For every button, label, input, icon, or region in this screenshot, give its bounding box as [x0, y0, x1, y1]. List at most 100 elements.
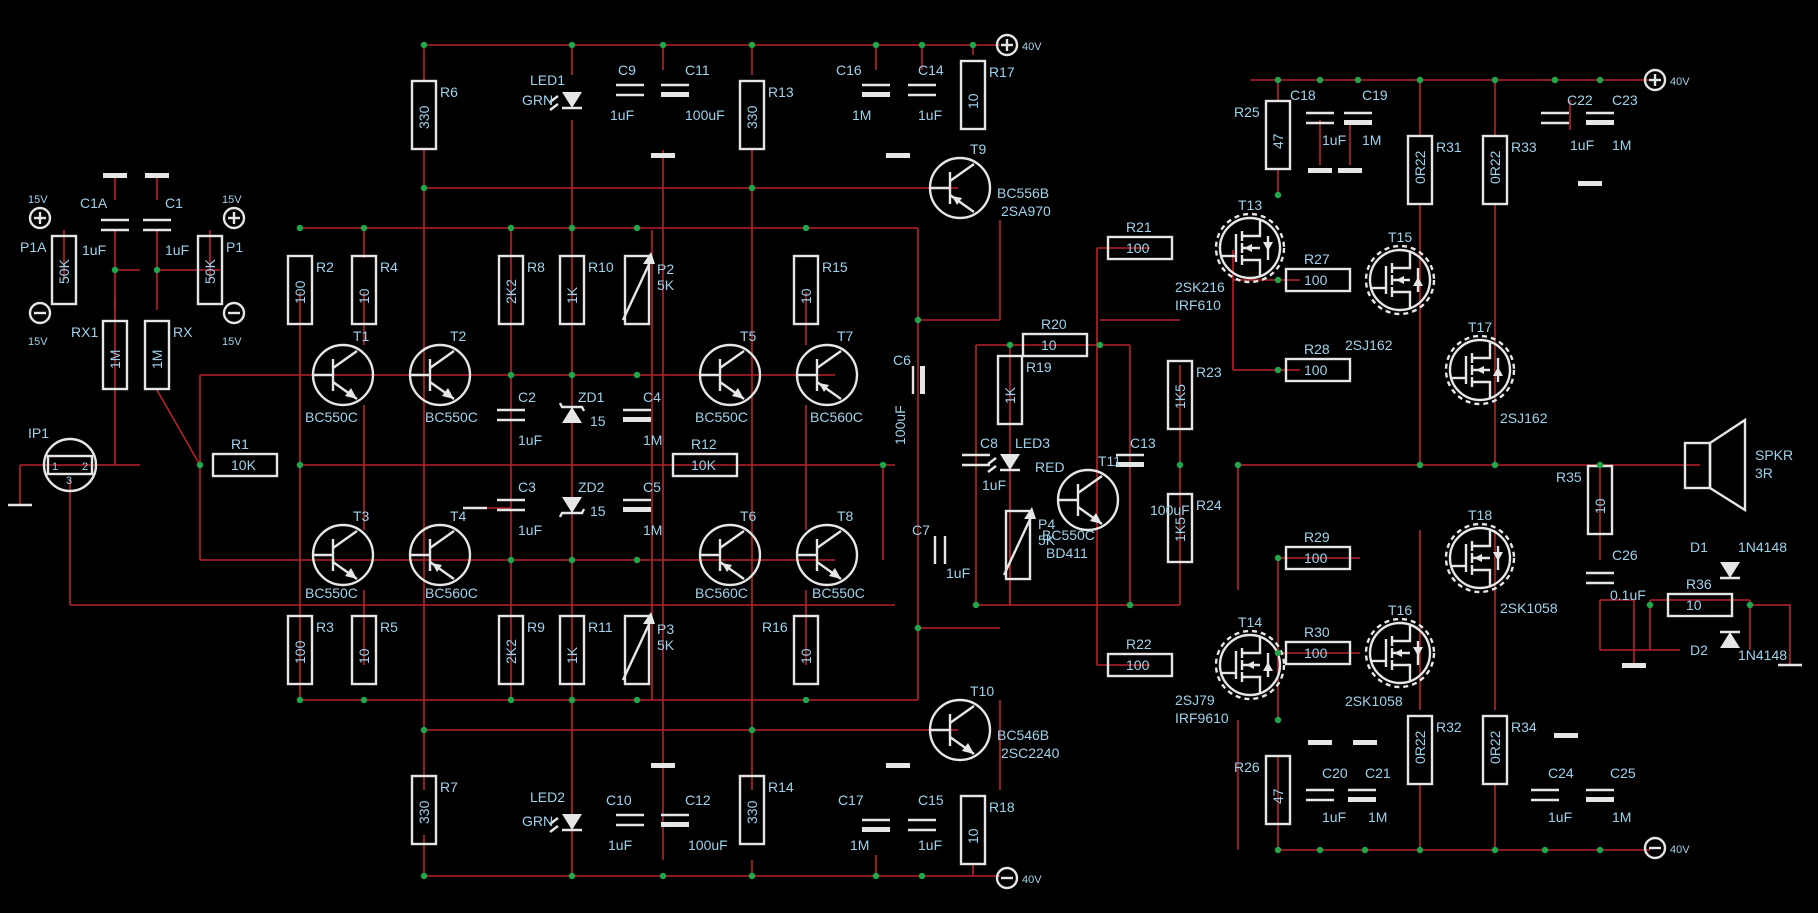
resistor-r5	[350, 614, 378, 686]
resistor-value-r28: 100	[1304, 362, 1328, 378]
junction-dot	[1176, 461, 1184, 469]
capacitor-label-c2: C2	[518, 389, 536, 405]
led-ray	[987, 465, 997, 473]
led-ray	[987, 457, 997, 465]
mosfet-alt-t14: IRF9610	[1175, 710, 1229, 726]
minus-supply-icon	[995, 866, 1019, 890]
resistor-value-r3: 100	[292, 640, 308, 664]
mosfet-source	[1242, 258, 1262, 276]
resistor-label-r2: R2	[316, 259, 334, 275]
mosfet-drain	[1242, 220, 1262, 238]
component-layer	[8, 33, 1802, 890]
resistor-r15	[792, 254, 820, 326]
mosfet-drain	[1392, 625, 1412, 643]
resistor-value-r8: 2K2	[503, 279, 519, 304]
resistor-label-r29: R29	[1304, 529, 1330, 545]
resistor-value-r5: 10	[356, 648, 372, 664]
junction-dot	[659, 872, 667, 880]
junction-dot	[872, 872, 880, 880]
capacitor-plate	[862, 827, 890, 832]
transistor-label-t9: T9	[970, 141, 987, 157]
capacitor-label-c19: C19	[1362, 87, 1388, 103]
mosfet-t13	[1218, 216, 1282, 280]
junction-dot	[568, 41, 576, 49]
mosfet-t18	[1448, 526, 1512, 590]
resistor-r16	[792, 614, 820, 686]
resistor-value-r13: 330	[744, 105, 760, 129]
resistor-value-r22: 100	[1126, 657, 1150, 673]
capacitor-plate	[661, 92, 689, 97]
resistor-r4	[350, 254, 378, 326]
capacitor-value-c1a: 1uF	[82, 242, 106, 258]
resistor-label-r20: R20	[1041, 316, 1067, 332]
junction-dot	[568, 696, 576, 704]
resistor-label-r9: R9	[527, 619, 545, 635]
ground-icon	[145, 173, 169, 178]
transistor-type-t1: BC550C	[305, 409, 358, 425]
resistor-r13	[738, 79, 766, 151]
resistor-value-r24: 1K5	[1172, 517, 1188, 542]
junction-dot	[1416, 76, 1424, 84]
junction-dot	[111, 266, 119, 274]
speaker-label: SPKR	[1755, 447, 1793, 463]
junction-dot	[1491, 461, 1499, 469]
junction-dot	[633, 556, 641, 564]
capacitor-label-c1: C1	[165, 195, 183, 211]
junction-dot	[1274, 554, 1282, 562]
resistor-r18	[959, 794, 987, 866]
junction-dot	[972, 601, 980, 609]
junction-dot	[1491, 846, 1499, 854]
led-ray	[549, 825, 559, 833]
pot-value-p3: 5K	[657, 637, 675, 653]
mosfet-drain	[1392, 252, 1412, 270]
transistor-label-t5: T5	[740, 328, 757, 344]
mosfet-type-t16: 2SK1058	[1345, 693, 1403, 709]
transistor-arrow	[819, 383, 829, 392]
supply-label: 40V	[1022, 41, 1042, 53]
diode-d1	[1720, 562, 1740, 578]
diode-zd2	[562, 497, 582, 513]
resistor-label-r21: R21	[1126, 219, 1152, 235]
junction-dot	[1274, 649, 1282, 657]
resistor-value-r7: 330	[416, 800, 432, 824]
junction-dot	[1596, 461, 1604, 469]
resistor-value-r16: 10	[798, 648, 814, 664]
junction-dot	[420, 41, 428, 49]
resistor-value-rx: 1M	[149, 350, 165, 369]
ground-icon	[651, 763, 675, 768]
ground-icon	[651, 153, 675, 158]
wire	[156, 389, 201, 466]
resistor-label-r16: R16	[762, 619, 788, 635]
transistor-arrow	[732, 388, 744, 399]
junction-dot	[914, 624, 922, 632]
capacitor-label-c23: C23	[1612, 92, 1638, 108]
resistor-label-r6: R6	[440, 84, 458, 100]
capacitor-value-c4: 1M	[643, 432, 662, 448]
transistor-type-t3: BC550C	[305, 585, 358, 601]
transistor-arrow	[432, 563, 442, 572]
resistor-r3	[286, 614, 314, 686]
diode-label-led3: LED3	[1015, 435, 1050, 451]
diode-label-led1: LED1	[530, 72, 565, 88]
pot-arrow	[621, 259, 653, 321]
transistor-type-t8: BC550C	[812, 585, 865, 601]
ground-icon	[1578, 181, 1602, 186]
mosfet-arrow	[1476, 366, 1484, 374]
capacitor-label-c17: C17	[838, 792, 864, 808]
junction-dot	[507, 224, 515, 232]
resistor-value-p1: 50K	[202, 258, 218, 284]
resistor-r27	[1284, 267, 1352, 293]
supply-label: 15V	[28, 336, 48, 348]
transistor-alt-t9: 2SA970	[1001, 203, 1051, 219]
diode-zd1	[562, 407, 582, 423]
transistor-collector	[1077, 475, 1103, 494]
resistor-r17	[959, 59, 987, 131]
resistor-value-r15: 10	[798, 288, 814, 304]
mosfet-diode-arrow	[1263, 242, 1273, 251]
capacitor-plate	[920, 366, 925, 394]
transistor-collector	[949, 705, 975, 724]
junction-dot	[1491, 76, 1499, 84]
diode-led2	[562, 814, 582, 830]
transistor-collector	[332, 530, 358, 549]
resistor-label-r15: R15	[822, 259, 848, 275]
